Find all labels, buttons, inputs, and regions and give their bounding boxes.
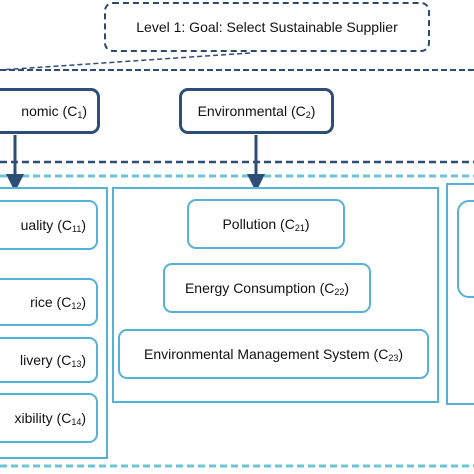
subcriterion-price-label: rice (C12) bbox=[30, 294, 86, 311]
subcriterion-energy-consumption: Energy Consumption (C22) bbox=[163, 263, 371, 313]
subcriterion-ems-label: Environmental Management System (C23) bbox=[143, 346, 403, 363]
subcriterion-energy-consumption-label: Energy Consumption (C22) bbox=[184, 280, 350, 297]
criterion-environmental-label: Environmental (C2) bbox=[197, 103, 316, 120]
subcriterion-quality-label: uality (C11) bbox=[20, 217, 86, 234]
subcriterion-flexibility: xibility (C14) bbox=[0, 393, 98, 443]
criterion-environmental: Environmental (C2) bbox=[179, 88, 334, 134]
criterion-economic-label: nomic (C1) bbox=[21, 103, 87, 120]
goal-connector bbox=[0, 52, 251, 71]
goal-label: Level 1: Goal: Select Sustainable Suppli… bbox=[136, 19, 398, 35]
criterion-economic: nomic (C1) bbox=[0, 88, 100, 134]
subcriterion-delivery: livery (C13) bbox=[0, 337, 98, 383]
subcriterion-pollution-label: Pollution (C21) bbox=[222, 216, 310, 233]
subcriterion-price: rice (C12) bbox=[0, 278, 98, 326]
social-subcriterion-partial bbox=[457, 200, 474, 298]
subcriterion-delivery-label: livery (C13) bbox=[19, 352, 86, 369]
subcriterion-quality: uality (C11) bbox=[0, 200, 98, 250]
subcriterion-pollution: Pollution (C21) bbox=[187, 199, 345, 249]
subcriterion-flexibility-label: xibility (C14) bbox=[14, 410, 86, 427]
goal-box: Level 1: Goal: Select Sustainable Suppli… bbox=[104, 2, 430, 52]
subcriterion-environmental-management-system: Environmental Management System (C23) bbox=[118, 329, 429, 379]
